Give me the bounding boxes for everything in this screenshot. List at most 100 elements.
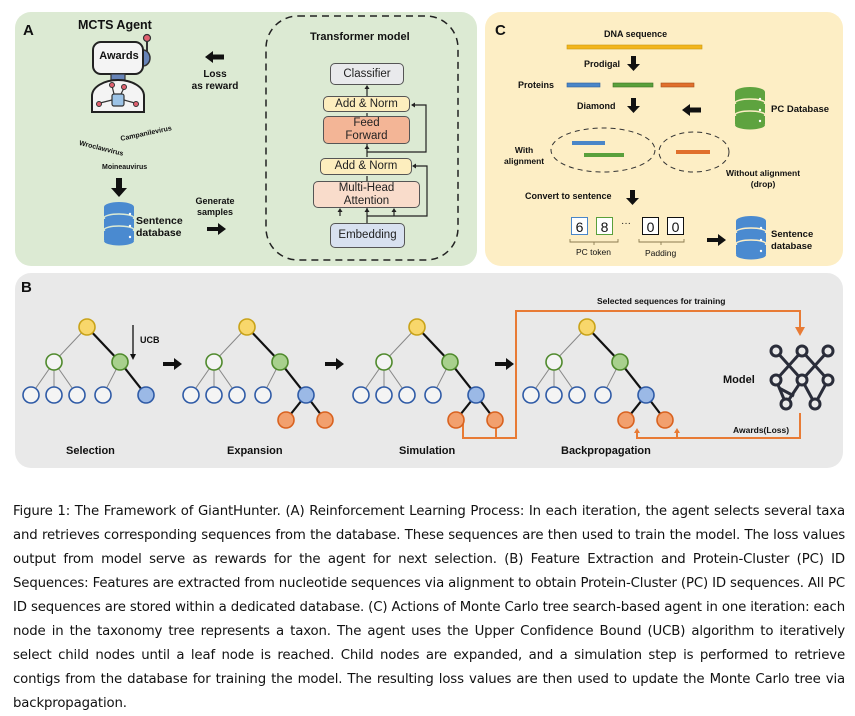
diamond-label: Diamond <box>577 101 616 111</box>
selected-sequences-link <box>462 310 801 439</box>
tree-node-selected <box>611 353 629 371</box>
tree-node-leaf <box>228 386 246 404</box>
convert-to-sentence-label: Convert to sentence <box>525 191 612 201</box>
prodigal-label: Prodigal <box>584 59 621 69</box>
add-norm-block-top: Add & Norm <box>323 96 410 112</box>
transformer-frame <box>265 15 459 261</box>
tree-node-leaf <box>545 386 563 404</box>
transformer-title: Transformer model <box>310 31 410 43</box>
sentence-database-label-a: Sentence database <box>136 215 183 239</box>
tree-node-expanded <box>486 411 504 429</box>
panel-a-label: A <box>23 22 34 39</box>
left-arrow-icon <box>682 104 701 116</box>
pc-database-label: PC Database <box>771 104 830 115</box>
tree-node-leaf <box>254 386 272 404</box>
tree-node-selected <box>111 353 129 371</box>
down-arrow-icon <box>627 56 640 71</box>
awards-loss-label: Awards(Loss) <box>733 425 790 435</box>
stage-backpropagation-label: Backpropagation <box>561 445 651 457</box>
stage-arrow-icon <box>163 358 182 370</box>
tree-node-selected <box>441 353 459 371</box>
tree-node <box>205 353 223 371</box>
tree-node-selected-leaf <box>137 386 155 404</box>
tree-node-expanded <box>447 411 465 429</box>
sentence-database-icon <box>103 202 135 246</box>
protein-bar-green <box>612 82 654 88</box>
tree-node-root <box>408 318 426 336</box>
tree-node-leaf <box>45 386 63 404</box>
without-alignment-label: Without alignment (drop) <box>726 168 801 189</box>
loss-as-reward-label: Loss as reward <box>191 69 239 92</box>
link-arrowhead-icon <box>795 327 805 336</box>
down-arrow-icon <box>627 98 640 113</box>
aligned-protein-blue <box>572 141 605 145</box>
panel-c-label: C <box>495 22 506 39</box>
tree-node-leaf <box>522 386 540 404</box>
down-arrow-icon <box>111 178 127 197</box>
pc-token-brace <box>569 239 619 245</box>
awards-loss-link <box>636 413 801 439</box>
sentence-database-label-c: Sentence database <box>771 229 814 252</box>
stage-arrow-icon <box>325 358 344 370</box>
protein-bar-blue <box>566 82 601 88</box>
padding-token-0-b: 0 <box>667 217 684 235</box>
stage-simulation-label: Simulation <box>399 445 456 457</box>
without-alignment-ellipse <box>658 131 730 173</box>
generate-arrow-icon <box>207 223 226 235</box>
tree-node-root <box>578 318 596 336</box>
tree-node-expanded <box>277 411 295 429</box>
tree-node-selected <box>271 353 289 371</box>
tree-node-selected-leaf <box>637 386 655 404</box>
panel-c-feature-extraction <box>485 12 843 266</box>
stage-selection-label: Selection <box>66 445 115 457</box>
add-norm-block-bottom: Add & Norm <box>320 158 412 175</box>
dna-sequence-label: DNA sequence <box>604 29 668 39</box>
tree-node-leaf <box>352 386 370 404</box>
padding-label: Padding <box>645 248 677 258</box>
tree-node-expanded <box>656 411 674 429</box>
embedding-block: Embedding <box>330 223 405 248</box>
unaligned-protein-orange <box>676 150 710 154</box>
feed-forward-block: Feed Forward <box>323 116 410 144</box>
tree-node-leaf <box>424 386 442 404</box>
selected-sequences-label: Selected sequences for training <box>597 296 726 306</box>
tree-node-leaf <box>568 386 586 404</box>
token-ellipsis: ··· <box>621 218 631 229</box>
loss-arrow-icon <box>205 51 224 63</box>
pc-token-6: 6 <box>571 217 588 235</box>
taxon-moineauvirus: Moineauvirus <box>102 164 148 171</box>
padding-brace <box>638 239 685 245</box>
generate-samples-label: Generate samples <box>195 196 235 217</box>
multi-head-attention-block: Multi-Head Attention <box>313 181 420 208</box>
tree-node-selected-leaf <box>467 386 485 404</box>
tree-node-leaf <box>94 386 112 404</box>
tree-node-leaf <box>68 386 86 404</box>
tree-node-leaf <box>594 386 612 404</box>
tree-node-leaf <box>205 386 223 404</box>
tree-node-expanded <box>316 411 334 429</box>
model-label: Model <box>723 374 755 386</box>
panel-b-mcts-actions <box>15 273 843 468</box>
right-arrow-icon <box>707 234 726 246</box>
down-arrow-icon <box>626 190 639 205</box>
tree-node <box>45 353 63 371</box>
tree-node-selected-leaf <box>297 386 315 404</box>
tree-node-root <box>238 318 256 336</box>
tree-node-leaf <box>375 386 393 404</box>
with-alignment-label: With alignment <box>504 145 545 166</box>
tree-node-root <box>78 318 96 336</box>
sentence-database-icon <box>735 216 767 260</box>
tree-node-expanded <box>617 411 635 429</box>
with-alignment-ellipse <box>550 127 656 173</box>
tree-node-leaf <box>398 386 416 404</box>
tree-node-leaf <box>22 386 40 404</box>
pc-token-8: 8 <box>596 217 613 235</box>
neural-network-model-icon <box>769 344 835 411</box>
figure-caption: Figure 1: The Framework of GiantHunter. … <box>13 504 845 711</box>
aligned-protein-green <box>584 153 624 157</box>
tree-node-leaf <box>182 386 200 404</box>
dna-sequence-bar <box>566 44 703 50</box>
